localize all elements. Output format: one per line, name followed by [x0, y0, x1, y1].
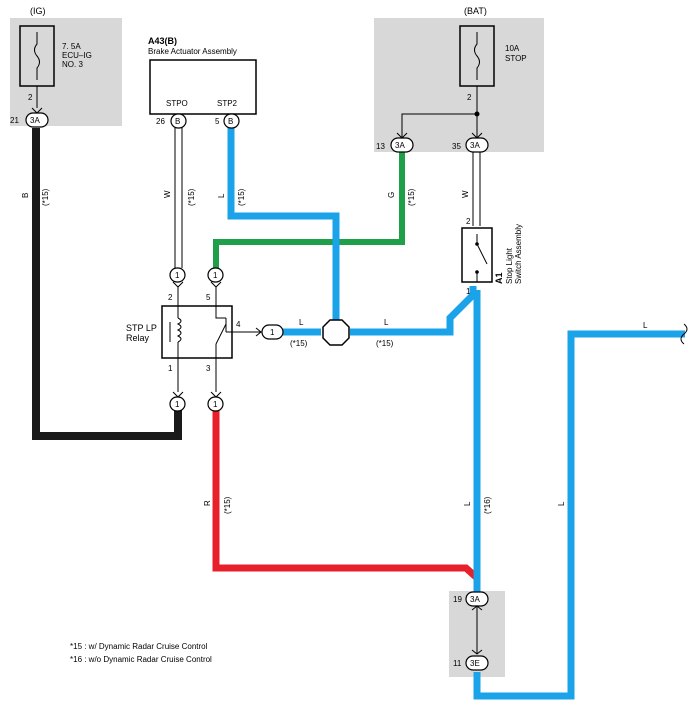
wire-white-stpo — [174, 128, 183, 268]
relay-name-line1: STP LP — [126, 323, 157, 333]
relay-pin-tl: 2 — [168, 293, 173, 302]
label-white-stpo-note: (*15) — [187, 188, 196, 206]
bat-fuse-name: STOP — [505, 54, 527, 63]
switch-name-line2: Switch Assembly — [514, 224, 523, 284]
relay-coil — [176, 317, 182, 343]
wire-break-symbol — [680, 323, 688, 345]
label-blue-loop-color: L — [557, 501, 566, 506]
ig-conn-pin: 21 — [10, 116, 19, 125]
bat-left-pin: 13 — [376, 142, 385, 151]
ig-fuse-box — [10, 18, 122, 126]
legend-line-1: *15 : w/ Dynamic Radar Cruise Control — [70, 642, 208, 651]
svg-text:1: 1 — [270, 328, 275, 337]
bat-right-connector: 3A — [465, 132, 489, 153]
label-red-color: R — [203, 500, 212, 506]
wire-blue-splice-switch — [350, 286, 477, 336]
actuator-conn-stp2: B — [223, 113, 240, 129]
wire-red — [212, 410, 480, 581]
ig-fuse-name: ECU–IG — [62, 51, 92, 60]
ig-conn-id: 3A — [30, 116, 40, 125]
label-black-color: B — [21, 193, 30, 198]
label-blue-right-color: L — [643, 321, 648, 330]
label-white-stpo-color: W — [163, 190, 172, 198]
label-blue-down-note: (*16) — [483, 496, 492, 514]
relay-conn-tr: 1 — [207, 267, 224, 294]
label-blue-stp2-color: L — [217, 193, 226, 198]
actuator-term-stpo: STPO — [166, 99, 188, 108]
label-black-note: (*15) — [41, 188, 50, 206]
relay-name-line2: Relay — [126, 333, 150, 343]
legend-line-2: *16 : w/o Dynamic Radar Cruise Control — [70, 655, 212, 664]
actuator-conn-stpo: B — [170, 113, 187, 129]
bottom-lower-pin: 11 — [453, 659, 462, 668]
label-splice-note: (*15) — [376, 339, 394, 348]
svg-text:1: 1 — [213, 271, 218, 280]
switch-label: A1 Stop Light Switch Assembly — [494, 224, 523, 284]
bat-fuse-element — [474, 32, 480, 80]
legend: *15 : w/ Dynamic Radar Cruise Control *1… — [70, 640, 212, 666]
relay-conn-tl: 1 — [169, 267, 186, 294]
svg-text:1: 1 — [175, 400, 180, 409]
bottom-lower-id: 3E — [470, 659, 480, 668]
wire-blue-stp2 — [227, 128, 340, 322]
wire-blue-loop — [473, 330, 685, 700]
label-blue-stp2-note: (*15) — [237, 188, 246, 206]
relay-conn-bl: 1 — [169, 391, 186, 412]
switch-pin-bottom: 1 — [466, 287, 471, 296]
ig-fuse-element — [34, 32, 40, 80]
wire-white-stop — [472, 152, 481, 226]
label-blue-down-color: L — [463, 501, 472, 506]
label-green-color: G — [387, 192, 396, 198]
switch-name-line1: Stop Light — [505, 247, 514, 284]
actuator-name: Brake Actuator Assembly — [148, 47, 237, 56]
bottom-upper-pin: 19 — [453, 595, 462, 604]
relay-pin-br: 3 — [206, 364, 211, 373]
relay-pin-bl: 1 — [168, 364, 173, 373]
switch-id: A1 — [494, 272, 504, 284]
label-green-note: (*15) — [407, 188, 416, 206]
label-splice-color: L — [384, 318, 389, 327]
actuator-box — [149, 59, 257, 115]
ig-fuse-rating: 7. 5A — [62, 42, 81, 51]
relay-conn-out: 1 — [255, 324, 284, 340]
relay-pin-tr: 5 — [206, 293, 211, 302]
label-white-stop-color: W — [461, 190, 470, 198]
label-relay-out-color: L — [299, 318, 304, 327]
svg-text:1: 1 — [175, 271, 180, 280]
switch-pin-top: 2 — [466, 217, 471, 226]
ig-fuse-no: NO. 3 — [62, 60, 83, 69]
label-red-note: (*15) — [223, 496, 232, 514]
bat-junction-dot — [474, 111, 480, 117]
bat-fuse-rating: 10A — [505, 44, 520, 53]
ig-pin-out: 2 — [28, 93, 33, 102]
bat-supply-label: (BAT) — [464, 6, 487, 16]
svg-text:B: B — [175, 117, 180, 126]
bat-left-conn-id: 3A — [395, 141, 405, 150]
svg-text:1: 1 — [213, 400, 218, 409]
bottom-conn-lower: 3E — [465, 655, 489, 671]
wire-green — [213, 152, 405, 268]
wire-black — [32, 128, 182, 440]
ig-connector: 3A — [25, 107, 49, 128]
label-relay-out-note: (*15) — [290, 339, 308, 348]
bottom-upper-id: 3A — [470, 595, 480, 604]
bat-right-conn-id: 3A — [470, 141, 480, 150]
svg-text:B: B — [228, 117, 233, 126]
relay-pin-out: 4 — [236, 320, 241, 329]
actuator-term-stp2: STP2 — [217, 99, 238, 108]
bottom-conn-upper: 3A — [465, 591, 489, 655]
bat-right-pin: 35 — [452, 142, 461, 151]
actuator-pin-stpo: 26 — [156, 117, 165, 126]
actuator-id: A43(B) — [148, 36, 177, 46]
bat-pin-out: 2 — [467, 93, 472, 102]
bat-fuse-box — [374, 18, 544, 152]
relay-conn-br: 1 — [207, 391, 224, 412]
ig-supply-label: (IG) — [30, 6, 46, 16]
actuator-pin-stp2: 5 — [215, 117, 220, 126]
splice-junction — [322, 319, 350, 346]
bat-left-connector: 3A — [390, 132, 414, 153]
